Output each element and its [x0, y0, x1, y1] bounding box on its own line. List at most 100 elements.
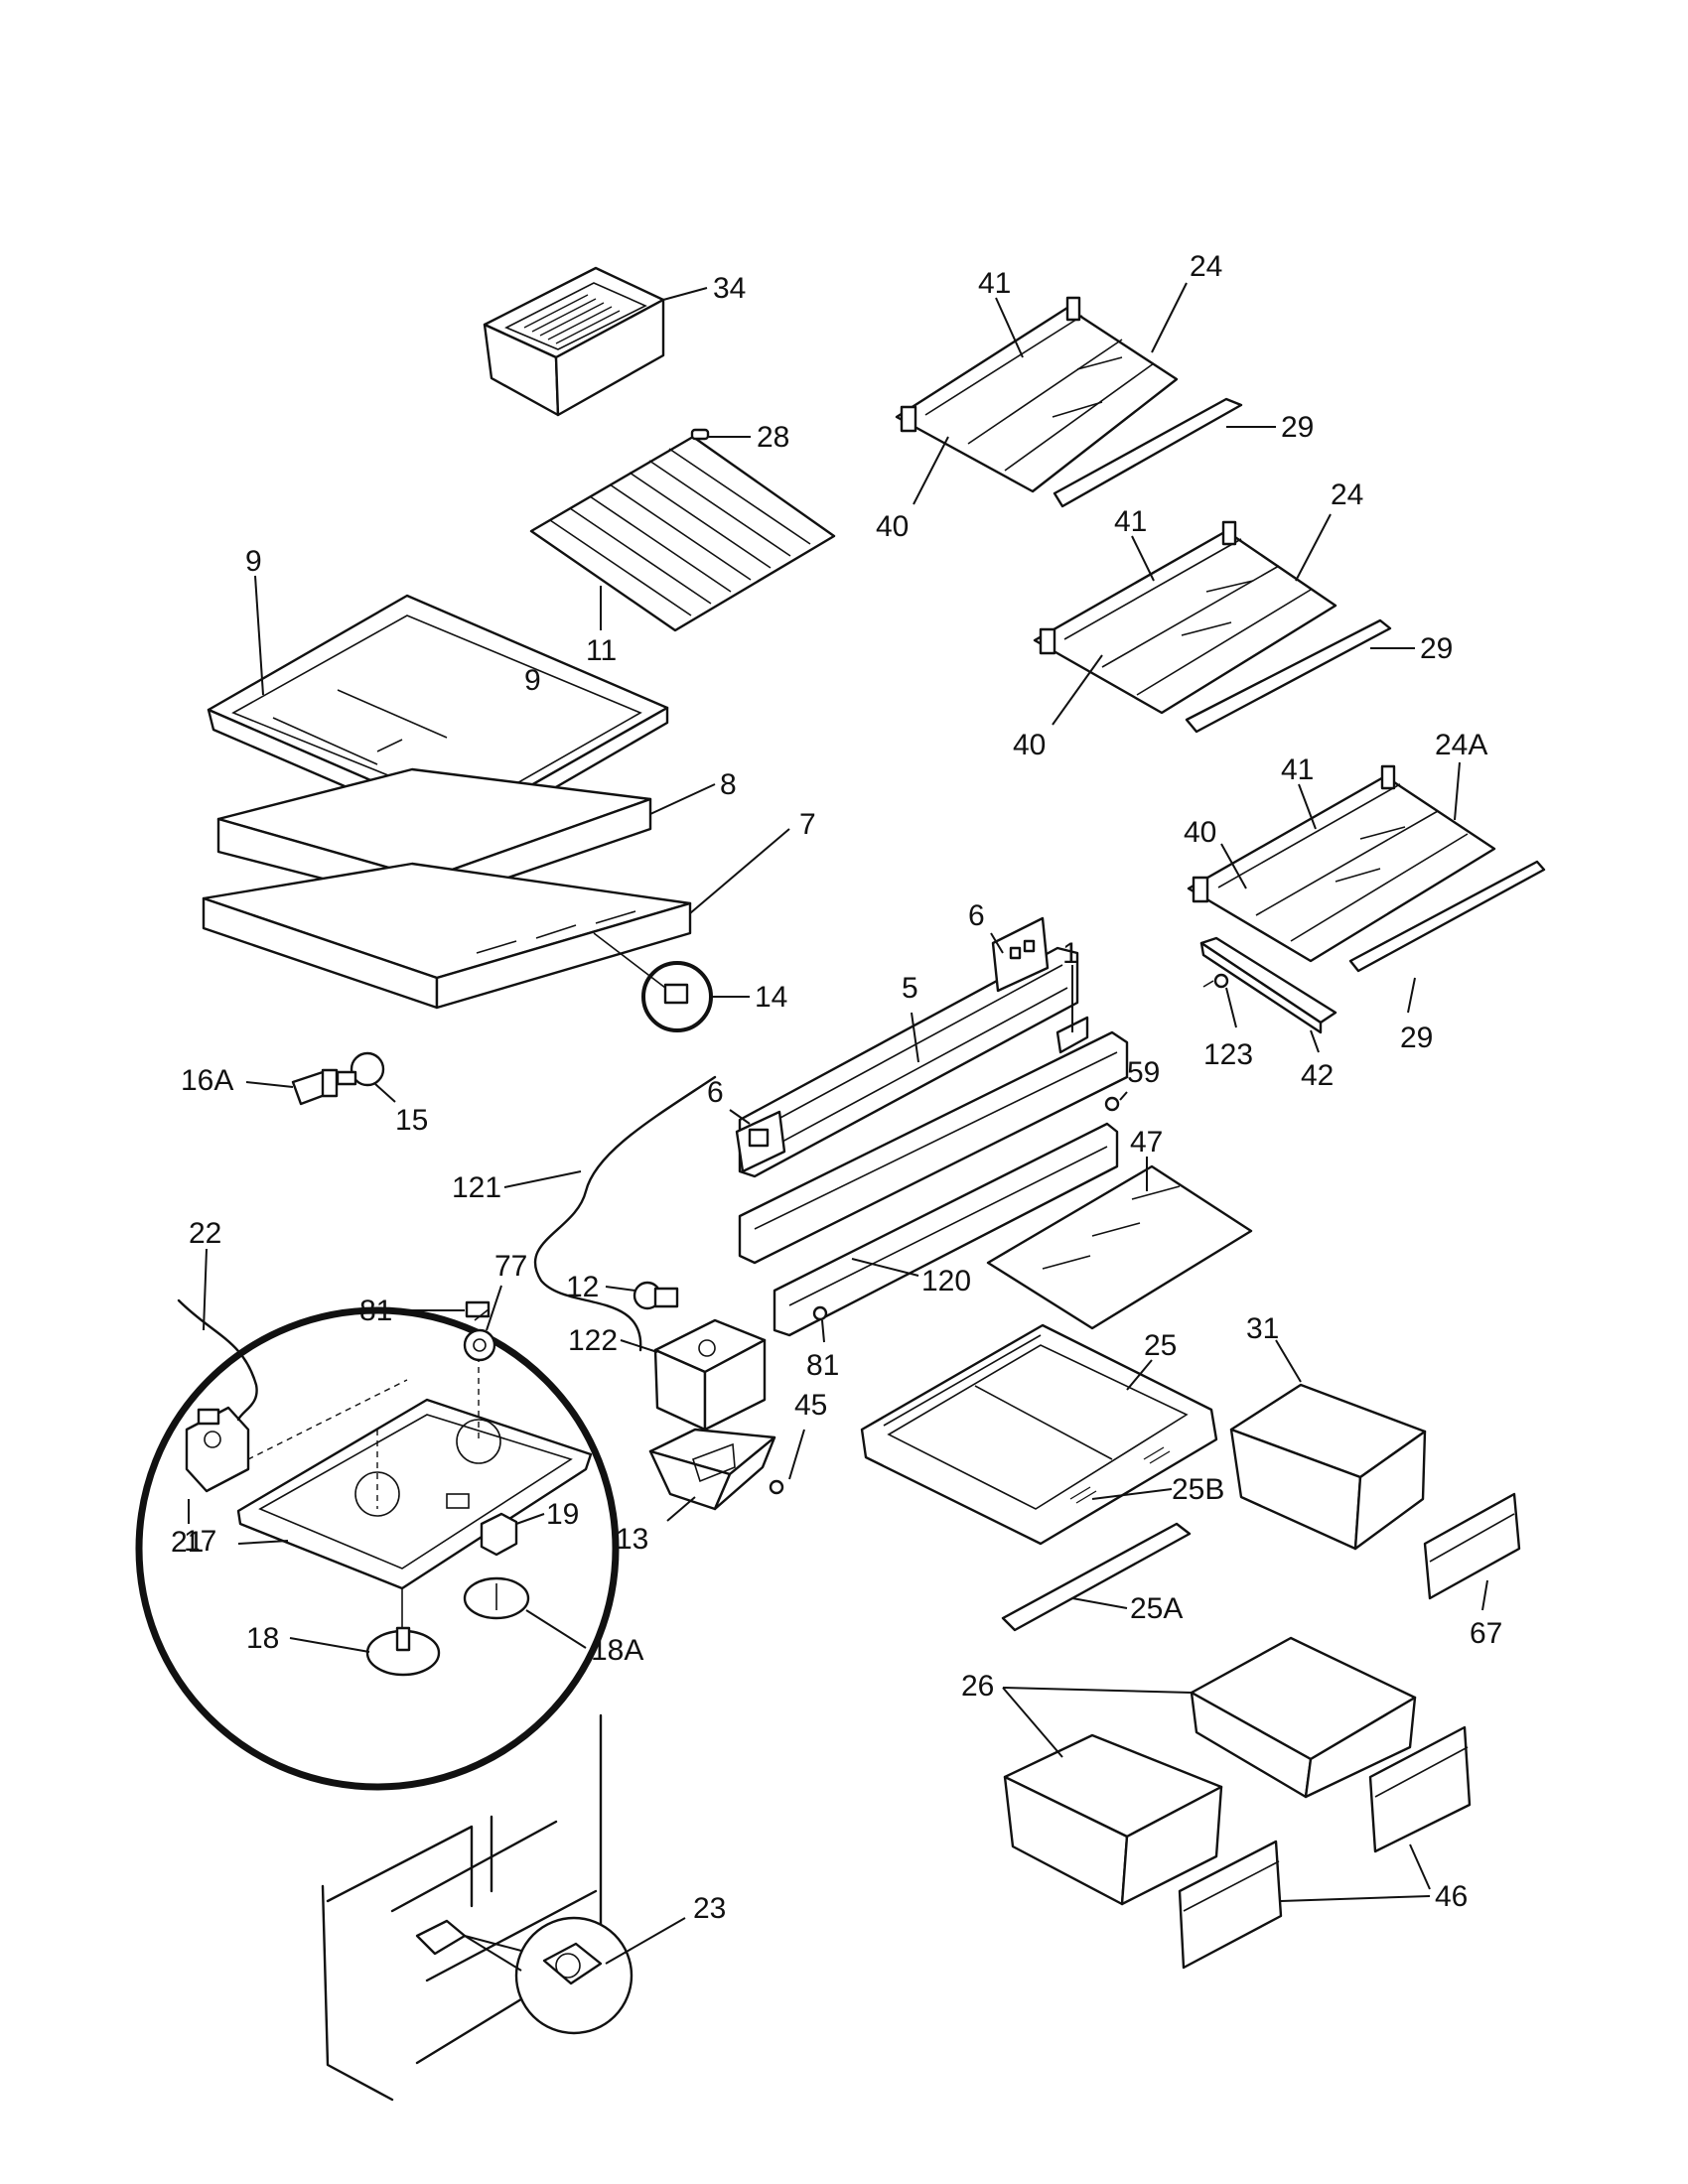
- leader-23-inset-b: [464, 1935, 522, 1972]
- part-77-knob-washer: [463, 1328, 496, 1362]
- part-28-shelf-stop: [690, 428, 710, 441]
- leader-15: [374, 1083, 396, 1103]
- part-6-bracket-upper: [991, 916, 1050, 993]
- callout-120: 120: [921, 1265, 971, 1297]
- callout-40b: 40: [1013, 729, 1046, 761]
- part-46-drawer-front-left: [1178, 1840, 1283, 1970]
- callout-29b: 29: [1420, 632, 1453, 665]
- glass-shelf-top: [895, 296, 1243, 508]
- part-18-knob: [365, 1588, 441, 1677]
- callout-77: 77: [494, 1250, 527, 1283]
- leader-59: [1119, 1091, 1128, 1101]
- part-16A-lamp-socket: [291, 1068, 339, 1106]
- part-123-screw: [1202, 973, 1229, 989]
- leader-122: [620, 1339, 658, 1353]
- callout-22: 22: [189, 1217, 221, 1250]
- callout-59: 59: [1127, 1056, 1160, 1089]
- callout-29a: 29: [1281, 411, 1314, 444]
- callout-8: 8: [720, 768, 737, 801]
- leader-7: [689, 828, 790, 914]
- glass-shelf-middle: [1033, 520, 1392, 734]
- leader-19: [515, 1513, 545, 1525]
- leader-25: [1126, 1359, 1153, 1391]
- callout-41c: 41: [1281, 753, 1314, 786]
- leader-24b: [1295, 513, 1332, 582]
- part-81-screw-lower: [812, 1305, 828, 1321]
- callout-14: 14: [755, 981, 787, 1014]
- part-120-rail: [773, 1122, 1119, 1337]
- leader-41b: [1131, 535, 1155, 582]
- leader-46b: [1280, 1895, 1431, 1902]
- leader-18: [289, 1637, 370, 1653]
- part-12-damper: [633, 1281, 679, 1310]
- callout-24b: 24: [1331, 478, 1363, 511]
- part-45-screw: [769, 1479, 784, 1495]
- detail-circle-control: [135, 1306, 620, 1791]
- leader-25A: [1071, 1597, 1128, 1609]
- leader-18A: [525, 1609, 587, 1649]
- callout-123: 123: [1203, 1038, 1253, 1071]
- leader-45: [788, 1429, 805, 1480]
- part-26-crisper-right: [1190, 1636, 1417, 1799]
- glass-shelf-lower: [1187, 764, 1546, 973]
- callout-18A: 18A: [591, 1634, 643, 1667]
- leader-31: [1275, 1339, 1302, 1383]
- part-121-wire-harness: [533, 1075, 717, 1352]
- part-31-drawer: [1229, 1383, 1427, 1551]
- part-47-glass-panel: [986, 1164, 1253, 1330]
- part-19-clip: [480, 1512, 518, 1557]
- leader-67: [1481, 1579, 1488, 1611]
- callout-9b: 9: [524, 664, 541, 697]
- callout-29c: 29: [1400, 1022, 1433, 1054]
- leader-23: [605, 1917, 686, 1965]
- leader-12: [605, 1286, 636, 1292]
- part-25A-runner: [1001, 1522, 1192, 1632]
- part-42-shelf-support: [1199, 936, 1337, 1034]
- part-46-drawer-front-right: [1368, 1725, 1472, 1853]
- leader-6a: [990, 932, 1004, 954]
- callout-42: 42: [1301, 1059, 1334, 1092]
- part-21-thermostat: [185, 1406, 250, 1493]
- leader-123: [1225, 987, 1237, 1028]
- leader-40a: [913, 436, 949, 505]
- part-7-tray: [202, 862, 692, 1010]
- callout-40a: 40: [876, 510, 909, 543]
- callout-25: 25: [1144, 1329, 1177, 1362]
- callout-19: 19: [546, 1498, 579, 1531]
- dash-guide-1: [217, 1379, 408, 1475]
- leader-41a: [995, 297, 1024, 358]
- leader-26a: [1002, 1687, 1193, 1694]
- callout-122: 122: [568, 1324, 618, 1357]
- callout-26: 26: [961, 1670, 994, 1703]
- leader-34: [662, 287, 708, 301]
- part-5-heater-rail: [738, 946, 1079, 1178]
- leader-16A: [245, 1081, 294, 1088]
- leader-6b: [729, 1109, 751, 1125]
- callout-25B: 25B: [1172, 1473, 1224, 1506]
- leader-13: [666, 1496, 696, 1522]
- leader-77: [486, 1285, 502, 1331]
- leader-22: [203, 1248, 208, 1331]
- callout-9a: 9: [245, 545, 262, 578]
- leader-42: [1310, 1029, 1320, 1053]
- part-13-duct: [648, 1428, 776, 1511]
- leader-41c: [1298, 783, 1317, 830]
- callout-6b: 6: [707, 1076, 724, 1109]
- leader-121: [503, 1170, 582, 1188]
- leader-24a: [1151, 282, 1188, 353]
- leader-29c: [1407, 977, 1416, 1014]
- part-122-housing: [653, 1318, 767, 1432]
- leader-5: [911, 1012, 919, 1063]
- part-81-screw-upper: [465, 1300, 491, 1321]
- callout-46: 46: [1435, 1880, 1468, 1913]
- callout-41b: 41: [1114, 505, 1147, 538]
- leader-81b: [821, 1319, 825, 1343]
- part-18A-knob: [463, 1576, 530, 1620]
- part-25-crisper-cover: [860, 1323, 1218, 1546]
- callout-15: 15: [395, 1104, 428, 1137]
- callout-7: 7: [799, 808, 816, 841]
- leader-40b: [1052, 654, 1103, 726]
- part-15-light-bulb: [336, 1051, 385, 1087]
- leader-120: [851, 1258, 919, 1277]
